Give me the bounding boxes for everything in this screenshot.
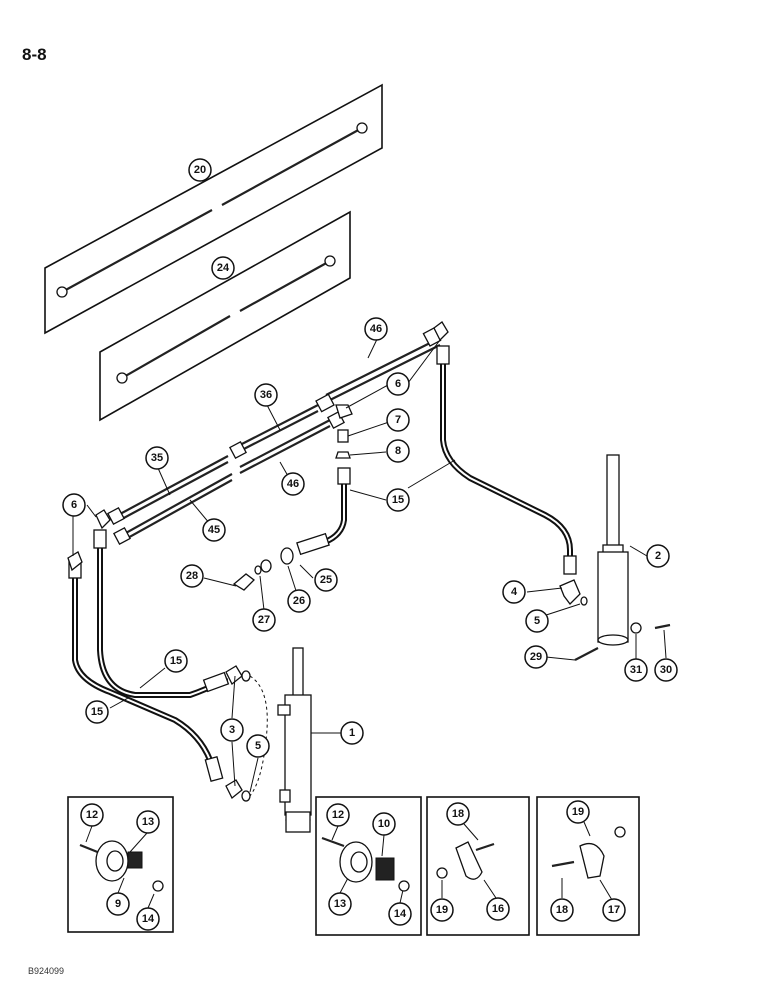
callout-25: 25 (314, 568, 338, 592)
inset-panel-4: 19 18 17 (536, 796, 640, 936)
svg-text:46: 46 (287, 478, 299, 490)
svg-text:16: 16 (492, 903, 504, 915)
svg-text:13: 13 (334, 898, 346, 910)
callout-6-left: 6 (62, 493, 86, 517)
svg-text:30: 30 (660, 664, 672, 676)
svg-text:45: 45 (208, 524, 220, 536)
callout-36: 36 (254, 383, 278, 407)
svg-text:25: 25 (320, 574, 332, 586)
svg-text:5: 5 (255, 740, 261, 752)
svg-text:8: 8 (395, 445, 401, 457)
inset4-callout-19: 19 (566, 800, 590, 824)
inset-panel-2: 12 10 13 14 (315, 796, 422, 936)
callout-8: 8 (386, 439, 410, 463)
svg-text:15: 15 (392, 494, 404, 506)
hose-15-right (436, 345, 577, 575)
svg-text:36: 36 (260, 389, 272, 401)
svg-text:6: 6 (71, 499, 77, 511)
inset3-callout-18: 18 (446, 802, 470, 826)
callout-45: 45 (202, 518, 226, 542)
inset2-callout-14: 14 (388, 902, 412, 926)
callout-27: 27 (252, 608, 276, 632)
svg-text:19: 19 (436, 904, 448, 916)
hose-15-center (232, 467, 351, 591)
callout-31: 31 (624, 658, 648, 682)
svg-text:6: 6 (395, 378, 401, 390)
inset3-callout-16: 16 (486, 897, 510, 921)
inset1-callout-13: 13 (136, 810, 160, 834)
svg-text:4: 4 (511, 586, 518, 598)
inset-panel-3: 18 19 16 (426, 796, 530, 936)
svg-text:15: 15 (170, 655, 182, 667)
inset1-callout-12: 12 (80, 803, 104, 827)
tube-20-panel (44, 83, 383, 335)
svg-text:19: 19 (572, 806, 584, 818)
callout-20: 20 (188, 158, 212, 182)
svg-text:15: 15 (91, 706, 103, 718)
callout-26: 26 (287, 589, 311, 613)
svg-text:20: 20 (194, 164, 206, 176)
svg-text:14: 14 (142, 913, 155, 925)
callout-7: 7 (386, 408, 410, 432)
svg-text:18: 18 (452, 808, 464, 820)
cylinder-1 (277, 647, 312, 833)
svg-text:2: 2 (655, 550, 661, 562)
callout-2: 2 (646, 544, 670, 568)
elbow-4 (559, 579, 588, 606)
svg-text:27: 27 (258, 614, 270, 626)
svg-text:18: 18 (556, 904, 568, 916)
svg-text:31: 31 (630, 664, 642, 676)
page-number: 8-8 (22, 45, 47, 64)
callout-15-lower-left: 15 (85, 700, 109, 724)
svg-text:26: 26 (293, 595, 305, 607)
callout-5-left: 5 (246, 734, 270, 758)
svg-text:7: 7 (395, 414, 401, 426)
svg-text:3: 3 (229, 724, 235, 736)
callout-1: 1 (340, 721, 364, 745)
callout-3: 3 (220, 718, 244, 742)
fittings-top (335, 321, 449, 459)
svg-text:24: 24 (217, 262, 230, 274)
callout-15-upper-left: 15 (164, 649, 188, 673)
callout-46-top: 46 (364, 317, 388, 341)
callout-46-mid: 46 (281, 472, 305, 496)
svg-text:1: 1 (349, 727, 355, 739)
tube-24-panel (99, 210, 351, 422)
svg-text:46: 46 (370, 323, 382, 335)
callout-24: 24 (211, 256, 235, 280)
svg-text:10: 10 (378, 818, 390, 830)
svg-text:35: 35 (151, 452, 163, 464)
svg-text:28: 28 (186, 570, 198, 582)
svg-text:17: 17 (608, 904, 620, 916)
inset2-callout-12: 12 (326, 803, 350, 827)
inset1-callout-14: 14 (136, 907, 160, 931)
callout-4: 4 (502, 580, 526, 604)
inset1-callout-9: 9 (106, 892, 130, 916)
inset2-callout-10: 10 (372, 812, 396, 836)
inset3-callout-19: 19 (430, 898, 454, 922)
callout-28: 28 (180, 564, 204, 588)
svg-text:5: 5 (534, 615, 540, 627)
callout-30: 30 (654, 658, 678, 682)
leader-lines (72, 332, 667, 793)
cylinder-2 (574, 454, 671, 661)
svg-text:29: 29 (530, 651, 542, 663)
callout-15-center: 15 (386, 488, 410, 512)
svg-text:12: 12 (86, 809, 98, 821)
inset4-callout-18: 18 (550, 898, 574, 922)
hoses-15-left (67, 509, 268, 802)
callout-29: 29 (524, 645, 548, 669)
callout-35: 35 (145, 446, 169, 470)
callout-5-right: 5 (525, 609, 549, 633)
svg-text:9: 9 (115, 898, 121, 910)
svg-text:12: 12 (332, 809, 344, 821)
inset2-callout-13: 13 (328, 892, 352, 916)
inset4-callout-17: 17 (602, 898, 626, 922)
callout-6-top: 6 (386, 372, 410, 396)
svg-text:13: 13 (142, 816, 154, 828)
svg-text:14: 14 (394, 908, 407, 920)
inset-panel-1: 12 13 9 14 (67, 796, 174, 933)
figure-code: B924099 (28, 966, 65, 976)
